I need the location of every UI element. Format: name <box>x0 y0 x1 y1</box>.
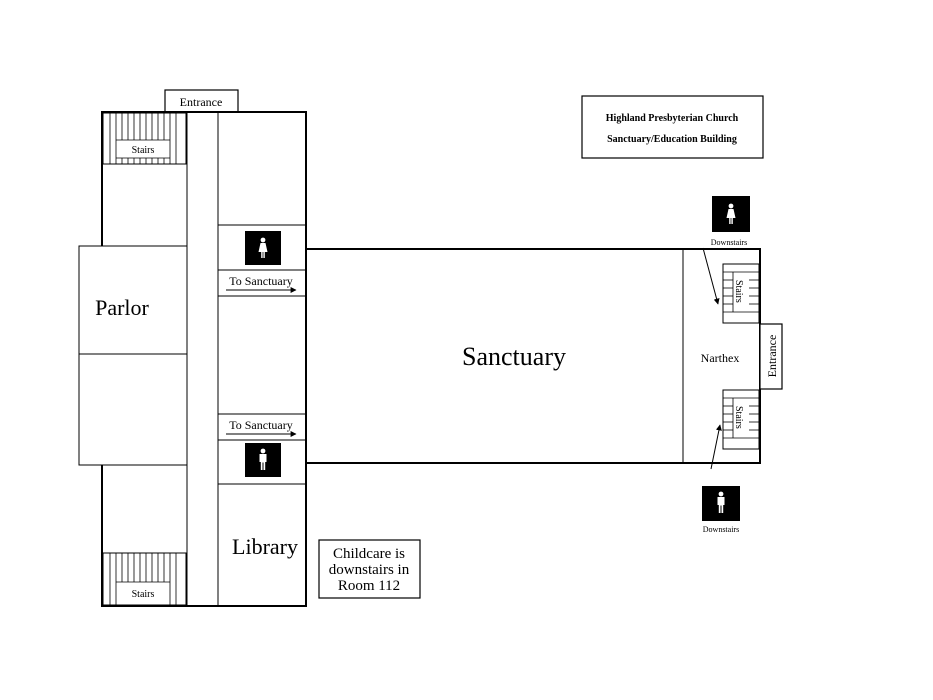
restroom-women-downstairs[interactable]: Downstairs <box>702 196 750 305</box>
to-sanctuary-upper-label: To Sanctuary <box>229 274 292 288</box>
sanctuary-label: Sanctuary <box>462 342 566 371</box>
stairs-top-left-label: Stairs <box>132 145 155 156</box>
narthex-label: Narthex <box>701 351 740 365</box>
parlor-room[interactable]: Parlor <box>78 245 188 466</box>
to-sanctuary-upper[interactable]: To Sanctuary <box>226 274 297 293</box>
entrance-right[interactable]: Entrance <box>759 323 783 390</box>
library-label: Library <box>232 534 298 559</box>
title-line-2: Sanctuary/Education Building <box>607 134 737 145</box>
restroom-women-wing[interactable] <box>245 231 281 265</box>
restroom-men-downstairs[interactable]: Downstairs <box>702 424 740 534</box>
to-sanctuary-lower[interactable]: To Sanctuary <box>226 418 297 437</box>
parlor-label: Parlor <box>95 295 149 320</box>
stairs-bottom-left[interactable]: Stairs <box>102 552 187 606</box>
stairs-bottom-left-label: Stairs <box>132 589 155 600</box>
title-box: Highland Presbyterian Church Sanctuary/E… <box>581 95 764 159</box>
childcare-note-line-3: Room 112 <box>338 578 400 594</box>
downstairs-upper-label: Downstairs <box>711 238 747 247</box>
childcare-note: Childcare is downstairs in Room 112 <box>318 539 421 599</box>
library-room[interactable]: Library <box>232 534 298 559</box>
childcare-note-line-2: downstairs in <box>329 562 410 578</box>
restroom-men-wing[interactable] <box>245 443 281 477</box>
stairs-right-upper[interactable]: Stairs <box>722 263 760 324</box>
entrance-top-label: Entrance <box>180 95 223 109</box>
entrance-top[interactable]: Entrance <box>164 89 239 113</box>
sanctuary-room[interactable]: Sanctuary <box>305 248 761 464</box>
title-line-1: Highland Presbyterian Church <box>606 113 739 124</box>
stairs-right-lower[interactable]: Stairs <box>722 389 760 450</box>
entrance-right-label: Entrance <box>765 335 779 378</box>
narthex-room[interactable]: Narthex <box>701 351 740 365</box>
stairs-right-lower-label: Stairs <box>733 406 744 429</box>
to-sanctuary-lower-label: To Sanctuary <box>229 418 292 432</box>
childcare-note-line-1: Childcare is <box>333 546 405 562</box>
downstairs-lower-label: Downstairs <box>703 525 739 534</box>
stairs-top-left[interactable]: Stairs <box>102 112 187 165</box>
stairs-right-upper-label: Stairs <box>733 280 744 303</box>
